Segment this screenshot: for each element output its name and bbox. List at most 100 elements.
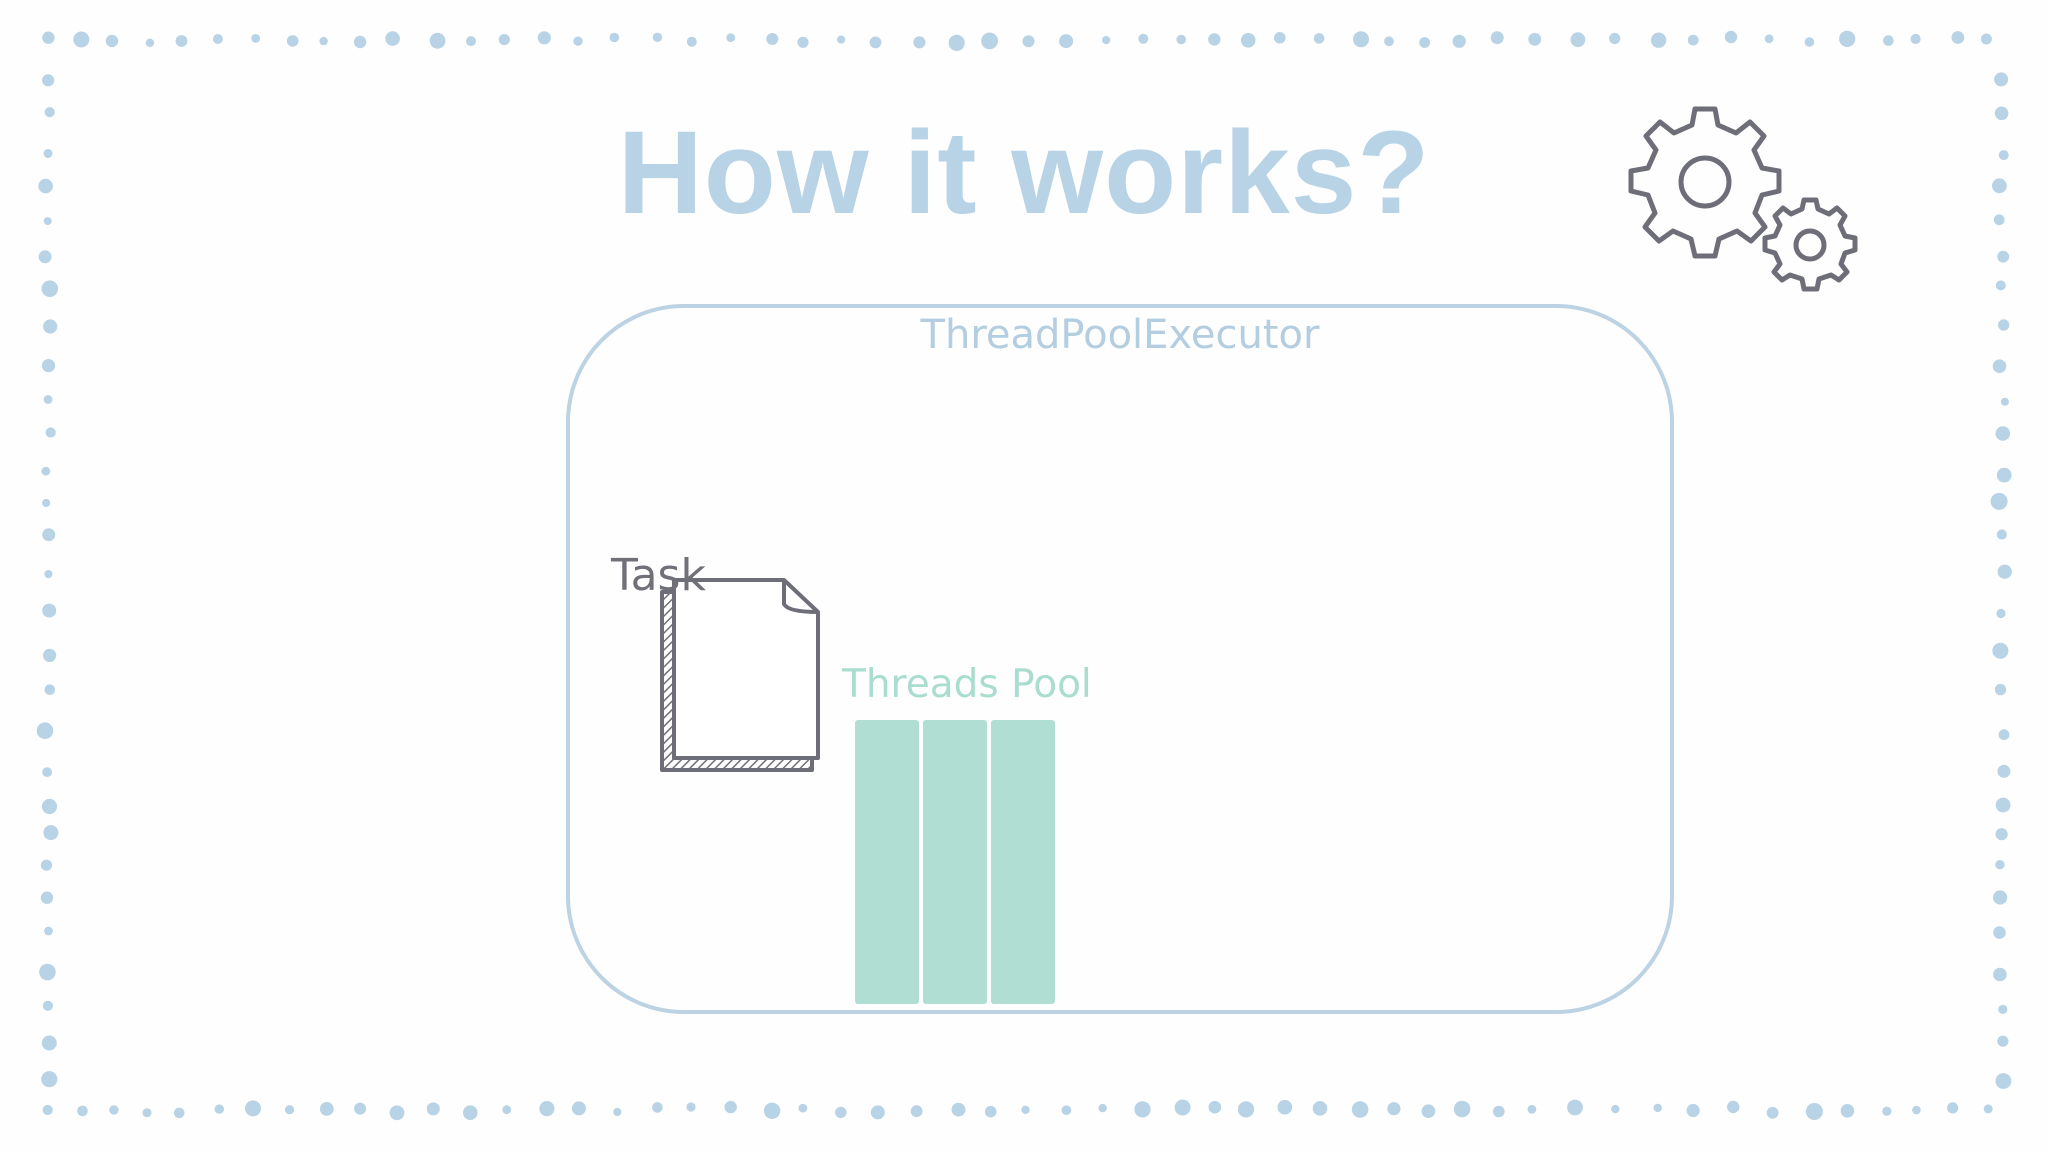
border-dot bbox=[1353, 31, 1369, 48]
border-dot bbox=[502, 1105, 512, 1115]
border-dot bbox=[1947, 1102, 1959, 1114]
border-dot bbox=[1992, 178, 2007, 194]
border-dot bbox=[981, 32, 998, 50]
border-dot bbox=[1997, 764, 2011, 778]
border-dot bbox=[214, 1104, 224, 1114]
border-dot bbox=[1996, 608, 2006, 619]
border-dot bbox=[613, 1107, 622, 1117]
border-dot bbox=[951, 1102, 966, 1117]
border-dot bbox=[1527, 1104, 1537, 1114]
border-dot bbox=[42, 1000, 54, 1011]
border-dot bbox=[1727, 1100, 1740, 1114]
border-dot bbox=[1995, 828, 2008, 841]
border-dot bbox=[1995, 426, 2011, 441]
border-dot bbox=[45, 427, 56, 438]
border-dot bbox=[1493, 1105, 1505, 1118]
border-dot bbox=[463, 1105, 478, 1120]
border-dot bbox=[40, 859, 53, 871]
border-dot bbox=[1980, 33, 1992, 45]
border-dot bbox=[1995, 280, 2006, 291]
border-dot bbox=[1567, 1099, 1583, 1116]
border-dot bbox=[1351, 1101, 1369, 1118]
border-dot bbox=[43, 825, 59, 841]
border-dot bbox=[1134, 1101, 1151, 1118]
border-dot bbox=[797, 36, 809, 48]
border-dot bbox=[686, 1102, 696, 1112]
border-dot bbox=[353, 35, 367, 49]
border-dot bbox=[142, 1108, 152, 1118]
threads-pool-label: Threads Pool bbox=[842, 662, 1092, 707]
border-dot bbox=[73, 31, 90, 48]
border-dot bbox=[1570, 32, 1586, 48]
border-dot bbox=[43, 319, 58, 334]
border-dot bbox=[245, 1100, 261, 1117]
border-dot bbox=[1912, 1105, 1921, 1115]
border-dot bbox=[1998, 150, 2009, 161]
border-dot bbox=[41, 359, 56, 373]
border-dot bbox=[837, 35, 846, 44]
border-dot bbox=[284, 1105, 295, 1115]
border-dot bbox=[319, 1102, 334, 1116]
border-dot bbox=[1990, 492, 2008, 510]
border-dot bbox=[175, 35, 188, 47]
border-dot bbox=[1022, 35, 1035, 48]
border-dot bbox=[537, 31, 551, 45]
border-dot bbox=[1277, 1099, 1293, 1115]
border-dot bbox=[766, 33, 779, 45]
border-dot bbox=[1993, 214, 2005, 226]
border-dot bbox=[385, 31, 400, 46]
border-dot bbox=[1686, 1103, 1700, 1118]
border-dot bbox=[1994, 72, 2009, 87]
border-dot bbox=[571, 1101, 586, 1116]
border-dot bbox=[1650, 32, 1667, 48]
border-dot bbox=[41, 798, 58, 815]
border-dot bbox=[43, 149, 53, 158]
border-dot bbox=[1453, 1100, 1471, 1118]
border-dot bbox=[763, 1102, 781, 1120]
gears-icon bbox=[1628, 106, 1858, 292]
border-dot bbox=[1883, 35, 1894, 46]
border-dot bbox=[1951, 31, 1965, 44]
executor-label: ThreadPoolExecutor bbox=[920, 312, 1320, 358]
border-dot bbox=[41, 1071, 58, 1088]
border-dot bbox=[1995, 860, 2005, 870]
border-dot bbox=[1995, 797, 2011, 813]
border-dot bbox=[41, 280, 59, 298]
border-dot bbox=[1611, 1104, 1620, 1114]
border-dot bbox=[1910, 33, 1921, 45]
border-dot bbox=[1992, 642, 2009, 659]
border-dot bbox=[539, 1101, 555, 1117]
border-dot bbox=[1804, 37, 1815, 47]
border-dot bbox=[1237, 1101, 1255, 1118]
border-dot bbox=[1240, 33, 1256, 48]
border-dot bbox=[319, 36, 328, 46]
border-dot bbox=[984, 1105, 997, 1118]
border-dot bbox=[1176, 34, 1186, 45]
border-dot bbox=[1997, 250, 2010, 263]
border-dot bbox=[1174, 1099, 1191, 1116]
border-dot bbox=[145, 38, 155, 47]
border-dot bbox=[44, 926, 53, 936]
border-dot bbox=[835, 1106, 847, 1119]
border-dot bbox=[36, 722, 54, 739]
border-dot bbox=[42, 767, 52, 777]
border-dot bbox=[1839, 30, 1856, 47]
border-dot bbox=[1059, 34, 1074, 49]
border-dot bbox=[573, 36, 583, 46]
border-dot bbox=[1724, 30, 1738, 44]
border-dot bbox=[498, 34, 510, 46]
border-dot bbox=[1061, 1105, 1072, 1115]
border-dot bbox=[1994, 683, 2007, 696]
border-dot bbox=[1993, 926, 2006, 939]
border-dot bbox=[44, 570, 53, 579]
border-dot bbox=[869, 36, 882, 49]
border-dot bbox=[212, 34, 223, 44]
border-dot bbox=[429, 32, 446, 49]
border-dot bbox=[43, 395, 53, 404]
border-dot bbox=[1764, 34, 1774, 44]
border-dot bbox=[39, 963, 56, 981]
border-dot bbox=[1102, 36, 1111, 45]
border-dot bbox=[726, 33, 736, 43]
border-dot bbox=[354, 1102, 367, 1115]
border-dot bbox=[686, 36, 697, 47]
